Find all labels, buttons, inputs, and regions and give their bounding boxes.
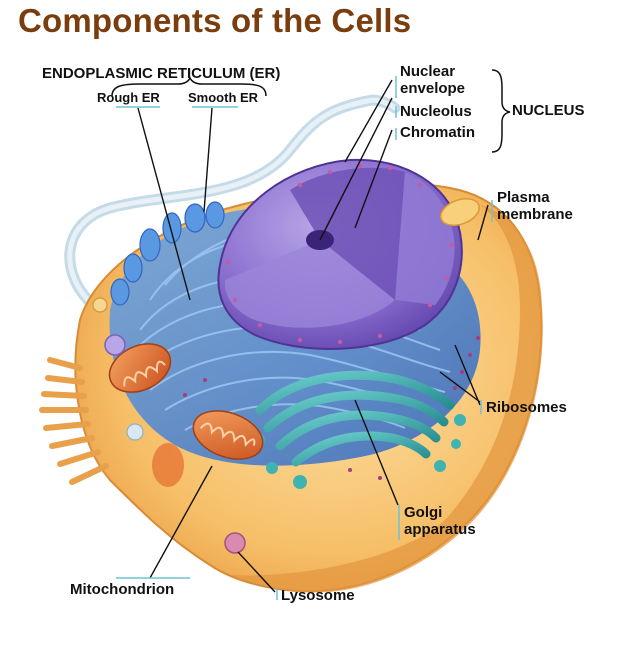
microvilli <box>39 357 109 485</box>
plasma-membrane-shape <box>232 205 543 593</box>
leader-lines <box>137 79 489 593</box>
peroxisome-shape <box>440 198 480 226</box>
vesicle <box>104 334 126 356</box>
lysosome-shape <box>224 532 246 554</box>
label-lysosome: Lysosome <box>281 587 355 604</box>
golgi-shape <box>255 370 455 467</box>
label-endoplasmic-reticulum: ENDOPLASMIC RETICULUM (ER) <box>42 65 281 82</box>
label-nucleus: NUCLEUS <box>512 102 585 119</box>
smooth-er-tubules <box>110 201 225 306</box>
label-smooth-er: Smooth ER <box>188 90 259 105</box>
vesicle <box>92 297 108 313</box>
nuclear-pores <box>225 163 455 345</box>
nucleus-cutaway <box>290 167 405 300</box>
label-plasma-membrane: Plasma membrane <box>497 189 573 223</box>
ribosome-dots <box>183 336 480 480</box>
label-mitochondrion: Mitochondrion <box>70 581 175 598</box>
nucleus-brace <box>491 69 511 153</box>
mitochondrion-shape-1 <box>108 343 172 393</box>
vesicle <box>126 423 144 441</box>
mitochondrion-shape-3 <box>152 443 184 487</box>
er-brace <box>111 76 267 97</box>
mitochondrion-shape-2 <box>192 410 264 460</box>
label-chromatin: Chromatin <box>400 124 475 141</box>
label-golgi-apparatus: Golgi apparatus <box>404 504 476 538</box>
label-nuclear-envelope: Nuclear envelope <box>400 63 466 97</box>
label-ribosomes: Ribosomes <box>486 399 567 416</box>
label-nucleolus: Nucleolus <box>400 103 472 120</box>
page-title: Components of the Cells <box>18 2 412 39</box>
label-rough-er: Rough ER <box>97 90 160 105</box>
